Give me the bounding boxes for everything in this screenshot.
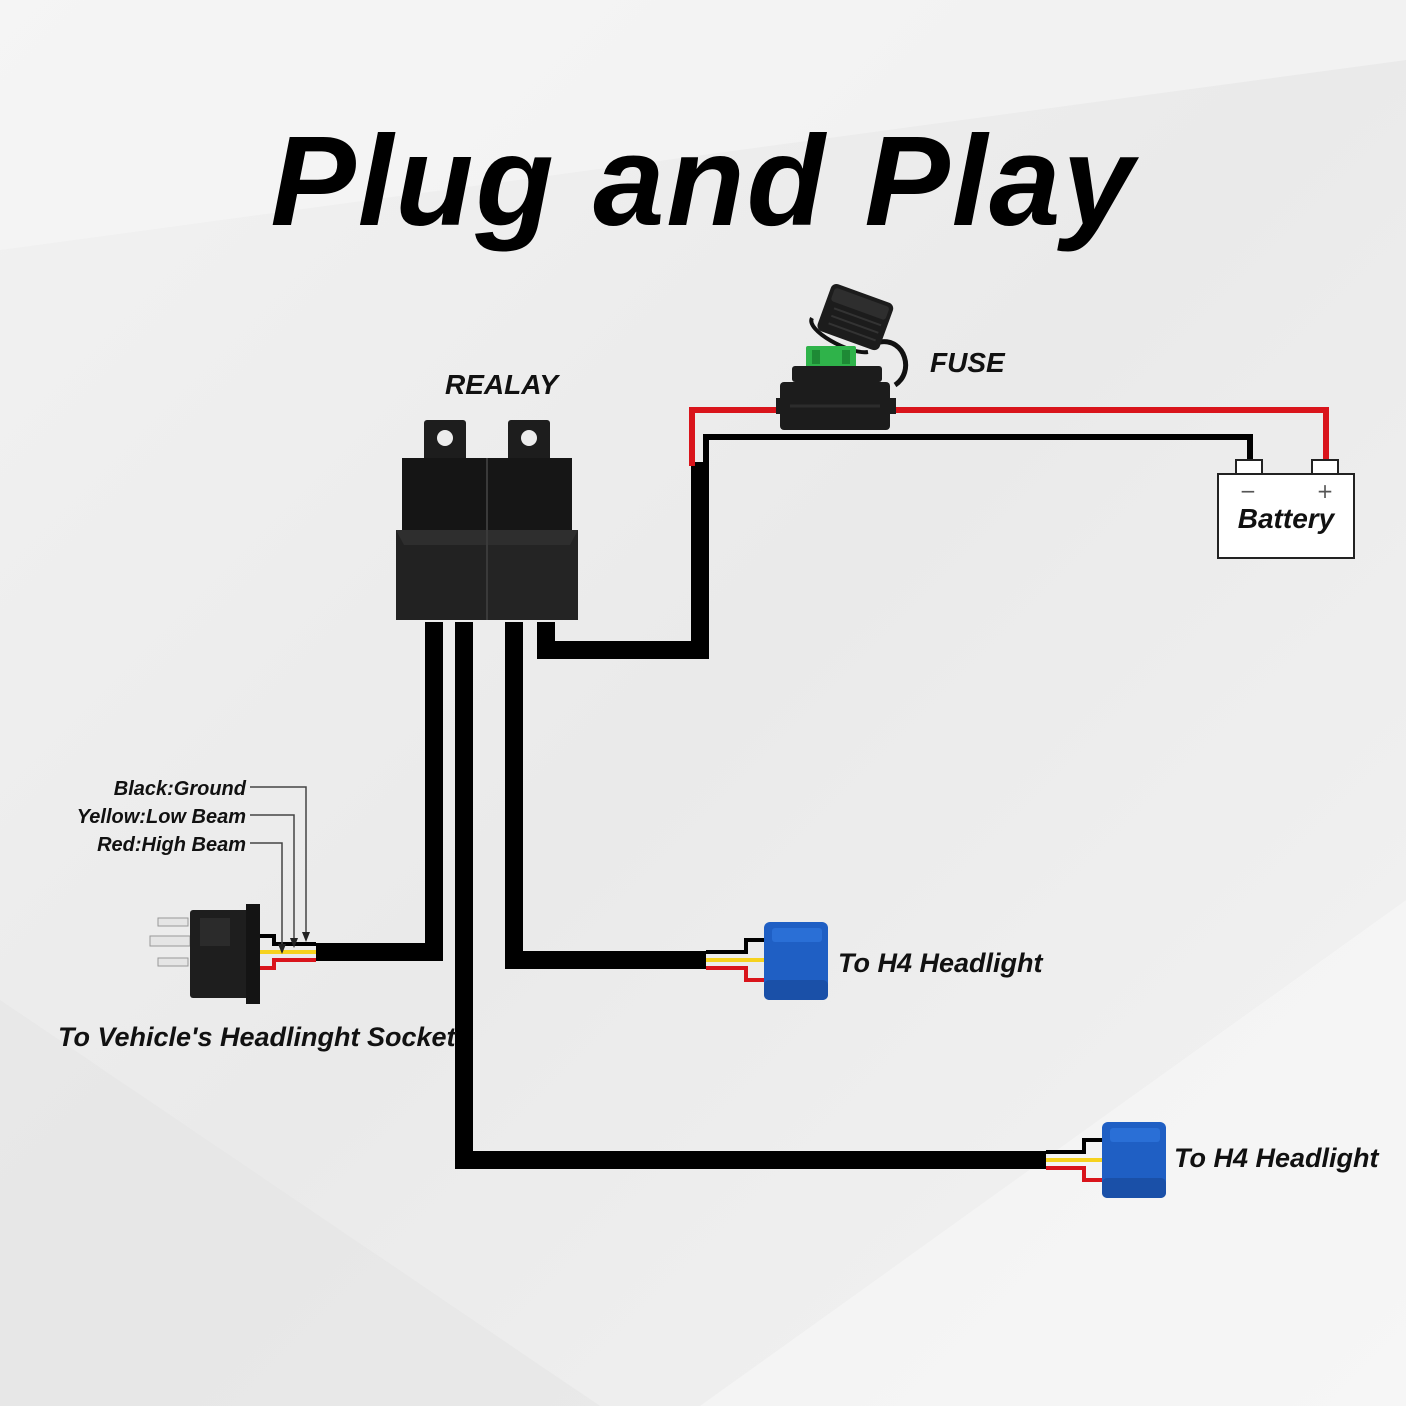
wire-to-battery-harness (537, 462, 709, 659)
battery (1217, 459, 1355, 559)
headlight-connector-1-pigtail (706, 938, 766, 982)
wire-legend-leaders (250, 786, 307, 950)
red-power-wire-to-battery (888, 407, 1329, 462)
wire-to-headlight-2 (455, 622, 1046, 1169)
headlight-connector-2 (1102, 1122, 1166, 1198)
battery-wires (689, 407, 1329, 466)
legend-black-ground: Black:Ground (114, 778, 247, 800)
fuse-label: FUSE (930, 347, 1006, 378)
headlight-connector-2-pigtail (1046, 1138, 1104, 1182)
wire-legend-arrows (278, 932, 310, 954)
battery-label: Battery (1238, 503, 1336, 534)
black-ground-wire (703, 434, 1253, 466)
relay (396, 420, 578, 620)
page-title: Plug and Play (270, 110, 1139, 253)
vehicle-socket-connector (149, 904, 260, 1004)
fuse-holder (776, 283, 909, 430)
wire-to-vehicle-socket (316, 622, 443, 961)
legend-yellow-low-beam: Yellow:Low Beam (77, 806, 246, 828)
legend-red-high-beam: Red:High Beam (97, 834, 246, 856)
battery-minus-sign: − (1240, 479, 1257, 503)
vehicle-socket-label: To Vehicle's Headlinght Socket (58, 1022, 457, 1052)
relay-harness (316, 462, 1046, 1169)
headlight-1-label: To H4 Headlight (838, 948, 1044, 978)
vehicle-socket-pigtail (260, 934, 316, 970)
red-power-wire (689, 407, 784, 466)
battery-plus-sign: + (1317, 479, 1334, 503)
headlight-2-label: To H4 Headlight (1174, 1143, 1380, 1173)
wire-to-headlight-1 (505, 622, 706, 969)
headlight-connector-1 (764, 922, 828, 1000)
relay-label: REALAY (445, 369, 560, 400)
